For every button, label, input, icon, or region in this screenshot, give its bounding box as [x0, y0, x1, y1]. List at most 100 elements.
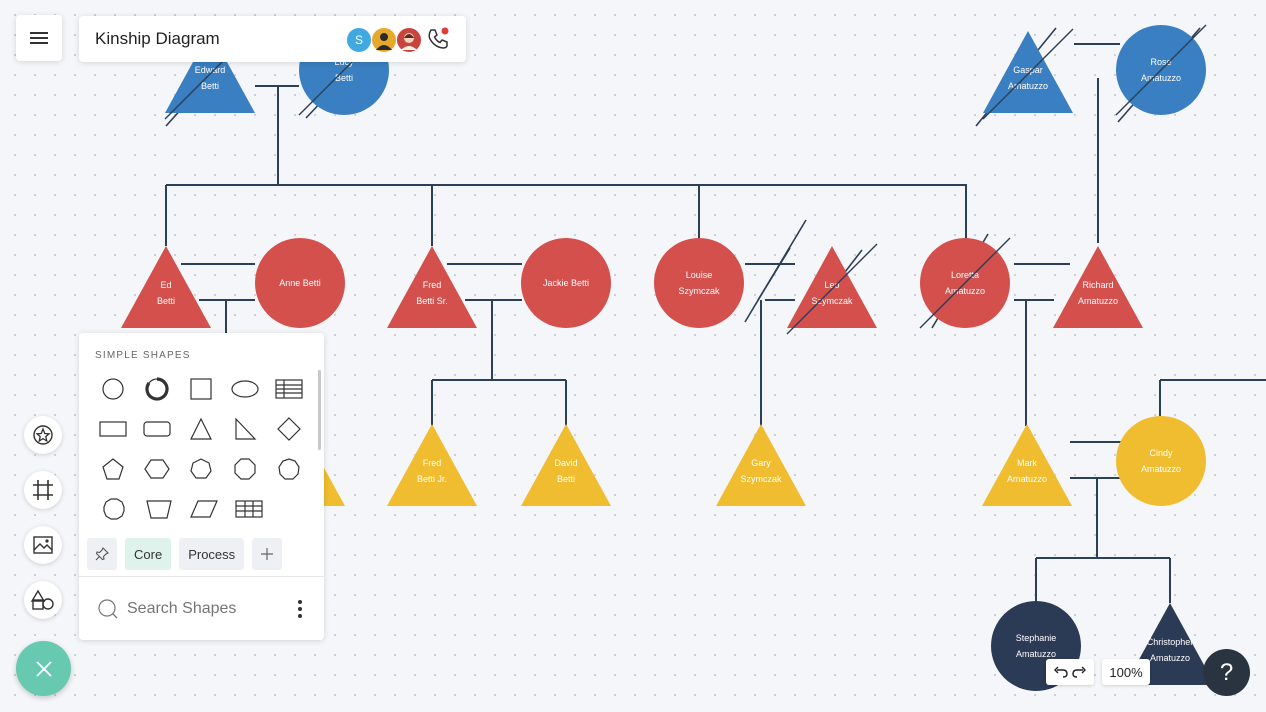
- pin-library-button[interactable]: [87, 538, 117, 570]
- male-triangle-shape: [165, 31, 255, 113]
- shape-pentagon-icon[interactable]: [91, 449, 135, 489]
- search-icon: [98, 599, 118, 619]
- pin-icon: [95, 547, 109, 561]
- shape-decagon-icon[interactable]: [91, 489, 136, 529]
- male-triangle-shape: [121, 246, 211, 328]
- document-title[interactable]: Kinship Diagram: [95, 29, 220, 48]
- person-node-anne[interactable]: Anne Betti: [255, 238, 345, 328]
- female-circle-shape: [255, 238, 345, 328]
- shape-parallelogram-icon[interactable]: [181, 489, 226, 529]
- avatar[interactable]: S: [346, 27, 372, 53]
- shape-grid: [91, 369, 311, 529]
- person-photo-icon: [376, 33, 392, 50]
- shape-circle-progress-icon[interactable]: [135, 369, 179, 409]
- male-triangle-shape: [387, 424, 477, 506]
- person-name: Betti: [335, 73, 353, 83]
- shape-circle-icon[interactable]: [91, 369, 135, 409]
- person-name: Betti Sr.: [416, 296, 448, 306]
- search-shapes-input[interactable]: [125, 599, 279, 619]
- title-bar: Kinship Diagram S: [79, 16, 466, 62]
- person-name: Leo: [824, 280, 839, 290]
- shape-square-icon[interactable]: [179, 369, 223, 409]
- person-name: Ed: [160, 280, 171, 290]
- person-name: Szymczak: [740, 474, 782, 484]
- male-triangle-shape: [387, 246, 477, 328]
- phone-icon[interactable]: [425, 26, 451, 52]
- person-name: David: [554, 458, 577, 468]
- shape-nonagon-icon[interactable]: [267, 449, 311, 489]
- shape-diamond-icon[interactable]: [267, 409, 311, 449]
- shapes-panel: SIMPLE SHAPES Core Process: [79, 333, 324, 640]
- person-name: Lucy: [334, 57, 354, 67]
- shape-octagon-icon[interactable]: [223, 449, 267, 489]
- templates-button[interactable]: [24, 416, 62, 454]
- tab-process[interactable]: Process: [179, 538, 245, 570]
- zoom-level[interactable]: 100%: [1102, 659, 1150, 685]
- person-name: Rose: [1150, 57, 1171, 67]
- person-name: Betti: [201, 81, 219, 91]
- shape-table-grid-icon[interactable]: [226, 489, 271, 529]
- person-nodes[interactable]: EdwardBettiLucyBettiGasparAmatuzzoRoseAm…: [121, 24, 1215, 691]
- deceased-slash: [919, 237, 1011, 329]
- shape-right-triangle-icon[interactable]: [223, 409, 267, 449]
- add-library-button[interactable]: [252, 538, 283, 570]
- person-name: Amatuzzo: [1078, 296, 1118, 306]
- male-triangle-shape: [716, 424, 806, 506]
- person-node-jackie[interactable]: Jackie Betti: [521, 238, 611, 328]
- shape-heptagon-icon[interactable]: [179, 449, 223, 489]
- male-triangle-shape: [1053, 246, 1143, 328]
- frame-button[interactable]: [24, 471, 62, 509]
- tab-core[interactable]: Core: [125, 538, 172, 570]
- person-name: Betti: [557, 474, 575, 484]
- person-name: Amatuzzo: [1016, 649, 1056, 659]
- person-name: Gaspar: [1013, 65, 1043, 75]
- person-name: Szymczak: [811, 296, 853, 306]
- shape-hexagon-icon[interactable]: [135, 449, 179, 489]
- library-tabs: Core Process: [87, 538, 290, 570]
- shape-trapezoid-icon[interactable]: [136, 489, 181, 529]
- shape-triangle-icon[interactable]: [179, 409, 223, 449]
- avatar[interactable]: [396, 27, 422, 53]
- avatar[interactable]: [371, 27, 397, 53]
- image-button[interactable]: [24, 526, 62, 564]
- male-triangle-shape: [983, 31, 1073, 113]
- help-button[interactable]: ?: [1203, 649, 1250, 696]
- person-name: Amatuzzo: [945, 286, 985, 296]
- section-title: SIMPLE SHAPES: [95, 350, 191, 361]
- person-name: Amatuzzo: [1150, 653, 1190, 663]
- person-name: Amatuzzo: [1141, 73, 1181, 83]
- redo-icon[interactable]: [1070, 665, 1088, 679]
- person-name: Richard: [1082, 280, 1113, 290]
- shape-ellipse-icon[interactable]: [223, 369, 267, 409]
- main-menu-button[interactable]: [16, 15, 62, 61]
- shape-table-lines-icon[interactable]: [267, 369, 311, 409]
- image-icon: [33, 536, 53, 554]
- person-name: Cindy: [1149, 448, 1173, 458]
- undo-redo-group: [1046, 659, 1094, 685]
- deceased-slash: [786, 243, 878, 335]
- shapes-button[interactable]: [24, 581, 62, 619]
- shape-rounded-rectangle-icon[interactable]: [135, 409, 179, 449]
- undo-icon[interactable]: [1052, 665, 1070, 679]
- shape-rectangle-icon[interactable]: [91, 409, 135, 449]
- more-vertical-icon[interactable]: [298, 600, 302, 621]
- hamburger-icon: [30, 29, 48, 47]
- panel-scrollbar[interactable]: [318, 370, 321, 450]
- close-panel-button[interactable]: [16, 641, 71, 696]
- person-name: Betti Jr.: [417, 474, 447, 484]
- person-name: Stephanie: [1016, 633, 1057, 643]
